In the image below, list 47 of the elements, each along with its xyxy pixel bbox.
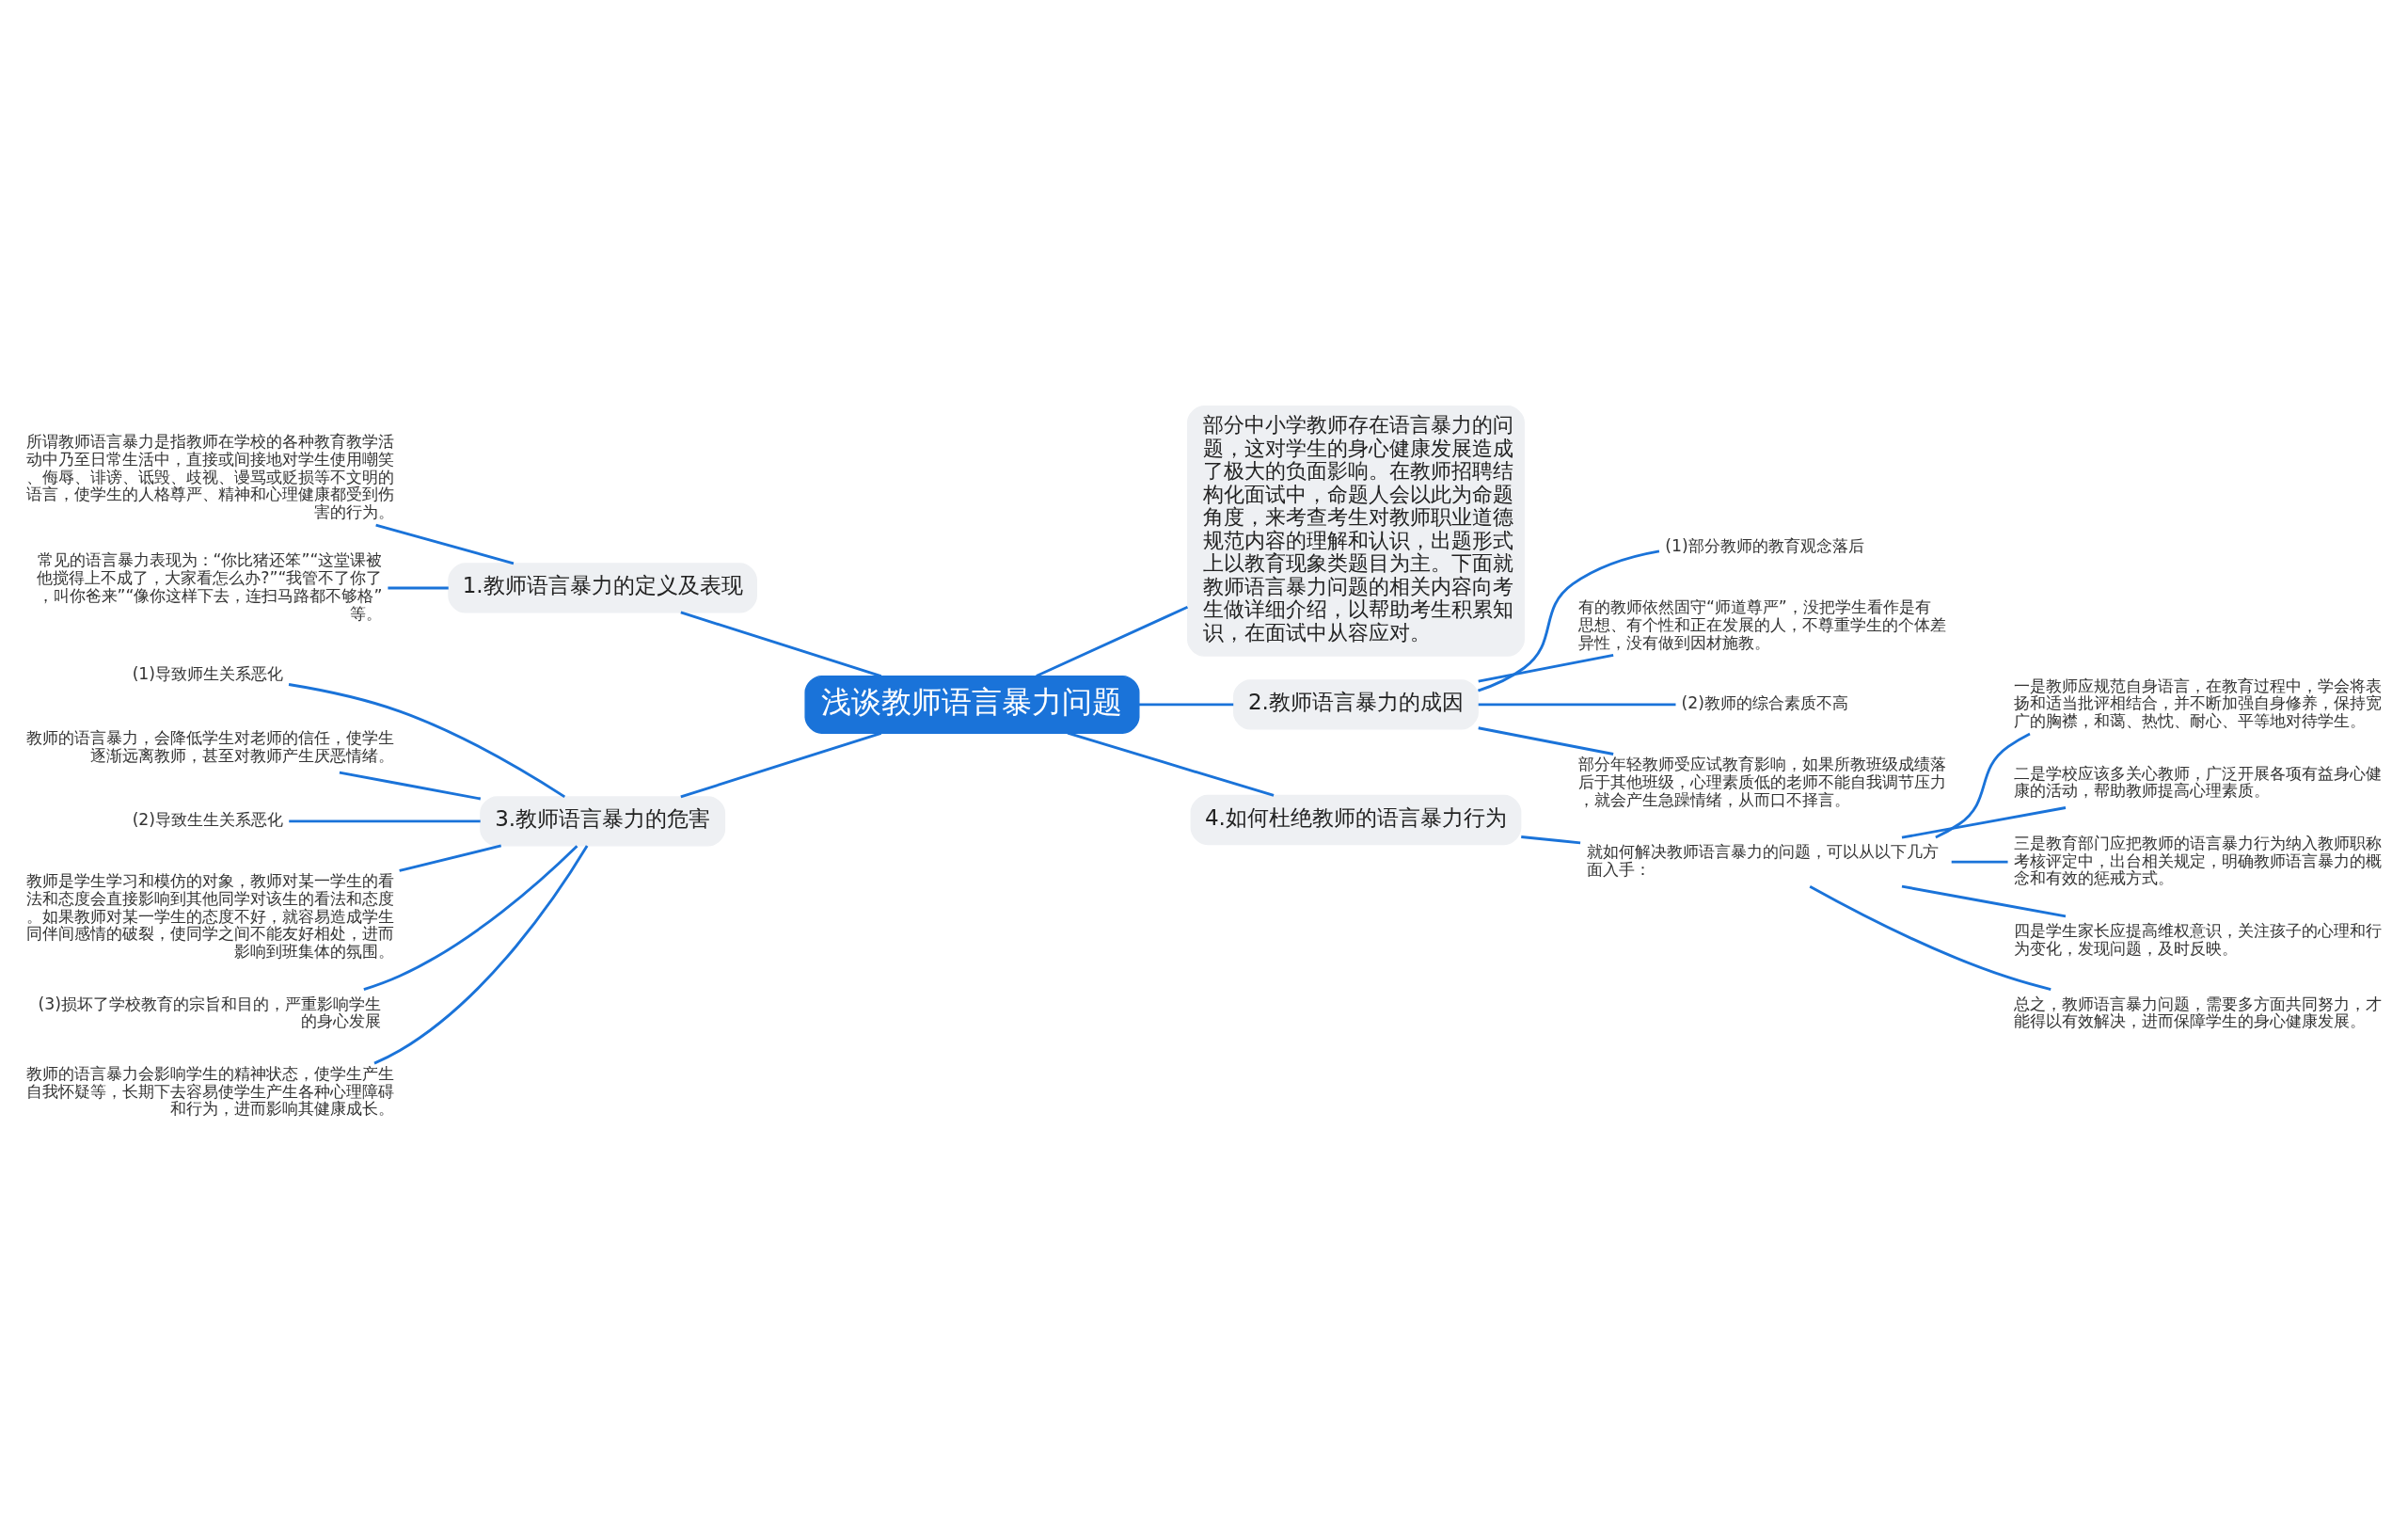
connector [1067,731,1275,797]
connector [1478,549,1660,692]
connector [1478,703,1676,706]
node-text: (2)教师的综合素质不高 [1681,692,1848,712]
connector [1901,805,2067,839]
connector [680,611,882,677]
connector [1951,860,2008,864]
connector [399,844,502,872]
connector [680,731,882,798]
connector [373,844,589,1064]
connector [1138,703,1234,706]
node-box: 部分中小学教师存在语言暴力的问题，这对学生的身心健康发展造成了极大的负面影响。在教师招聘结构化面试中，命题人会以此为命题角度，来考查考生对教师职业道德规范内容的理解和认识，出题形式上以教育现象类题目为主。下面就教师语言暴力问题的相关内容向考生做详细介绍，以帮助考生积累知识，在面试中从容应对。 [1187,405,1525,657]
node-text: 所谓教师语言暴力是指教师在学校的各种教育教学活动中乃至日常生活中，直接或间接地对学生使用嘲笑、侮辱、诽谤、诋毁、歧视、谩骂或贬损等不文明的语言，使学生的人格尊严、精神和心理健康都受到伤害的行为。 [26,431,395,521]
node-text: 二是学校应该多关心教师，广泛开展各项有益身心健康的活动，帮助教师提高心理素质。 [2013,763,2382,800]
node-box: 浅谈教师语言暴力问题 [804,675,1140,734]
connector [289,819,481,822]
node-text: 部分年轻教师受应试教育影响，如果所教班级成绩落后于其他班级，心理素质低的老师不能自我调节压力，就会产生急躁情绪，从而口不择言。 [1577,754,1946,809]
connector [1478,725,1614,756]
connector [1478,653,1614,682]
connector [375,523,515,565]
connector [1809,884,2052,991]
connector [288,682,566,798]
connector [388,586,449,589]
node-text: 有的教师依然固守“师道尊严”，没把学生看作是有思想、有个性和正在发展的人，不尊重学生的个体差异性，没有做到因材施教。 [1577,596,1946,652]
connector [339,771,482,800]
node-text: 常见的语言暴力表现为：“你比猪还笨”“这堂课被他搅得上不成了，大家看怎么办?”“我管不了你了，叫你爸来”“像你这样下去，连扫马路都不够格”等。 [37,549,383,623]
node-text: 总之，教师语言暴力问题，需要多方面共同努力，才能得以有效解决，进而保障学生的身心健康发展。 [2013,994,2382,1030]
node-text: 就如何解决教师语言暴力的问题，可以从以下几方面入手： [1586,841,1939,879]
node-box: 2.教师语言暴力的成因 [1233,678,1479,730]
connector [1036,605,1189,677]
node-text: 一是教师应规范自身语言，在教育过程中，学会将表扬和适当批评相结合，并不断加强自身修养，保持宽广的胸襟，和蔼、热忱、耐心、平等地对待学生。 [2013,676,2382,730]
node-text: 四是学生家长应提高维权意识，关注孩子的心理和行为变化，发现问题，及时反映。 [2013,920,2382,958]
node-text: (1)导致师生关系恶化 [132,663,284,683]
node-box: 4.如何杜绝教师的语言暴力行为 [1190,794,1522,845]
node-text: 教师的语言暴力，会降低学生对老师的信任，使学生逐渐远离教师，甚至对教师产生厌恶情绪。 [26,727,395,765]
node-box: 3.教师语言暴力的危害 [480,795,726,847]
node-text: (3)损坏了学校教育的宗旨和目的，严重影响学生的身心发展 [38,994,381,1030]
connector [1521,835,1581,844]
node-text: 教师是学生学习和模仿的对象，教师对某一学生的看法和态度会直接影响到其他同学对该生的看法和态度。如果教师对某一学生的态度不好，就容易造成学生同伴间感情的破裂，使同学之间不能友好相处，进而影响到班集体的氛围。 [26,870,395,961]
connector [1901,884,2067,917]
node-text: 教师的语言暴力会影响学生的精神状态，使学生产生自我怀疑等，长期下去容易使学生产生各种心理障碍和行为，进而影响其健康成长。 [26,1063,395,1118]
connector [363,844,578,991]
connector [1935,732,2031,838]
node-text: (2)导致生生关系恶化 [132,809,284,829]
node-text: (1)部分教师的教育观念落后 [1665,535,1864,555]
node-text: 三是教育部门应把教师的语言暴力行为纳入教师职称考核评定中，出台相关规定，明确教师语言暴力的概念和有效的惩戒方式。 [2013,833,2382,887]
node-box: 1.教师语言暴力的定义及表现 [448,562,757,613]
